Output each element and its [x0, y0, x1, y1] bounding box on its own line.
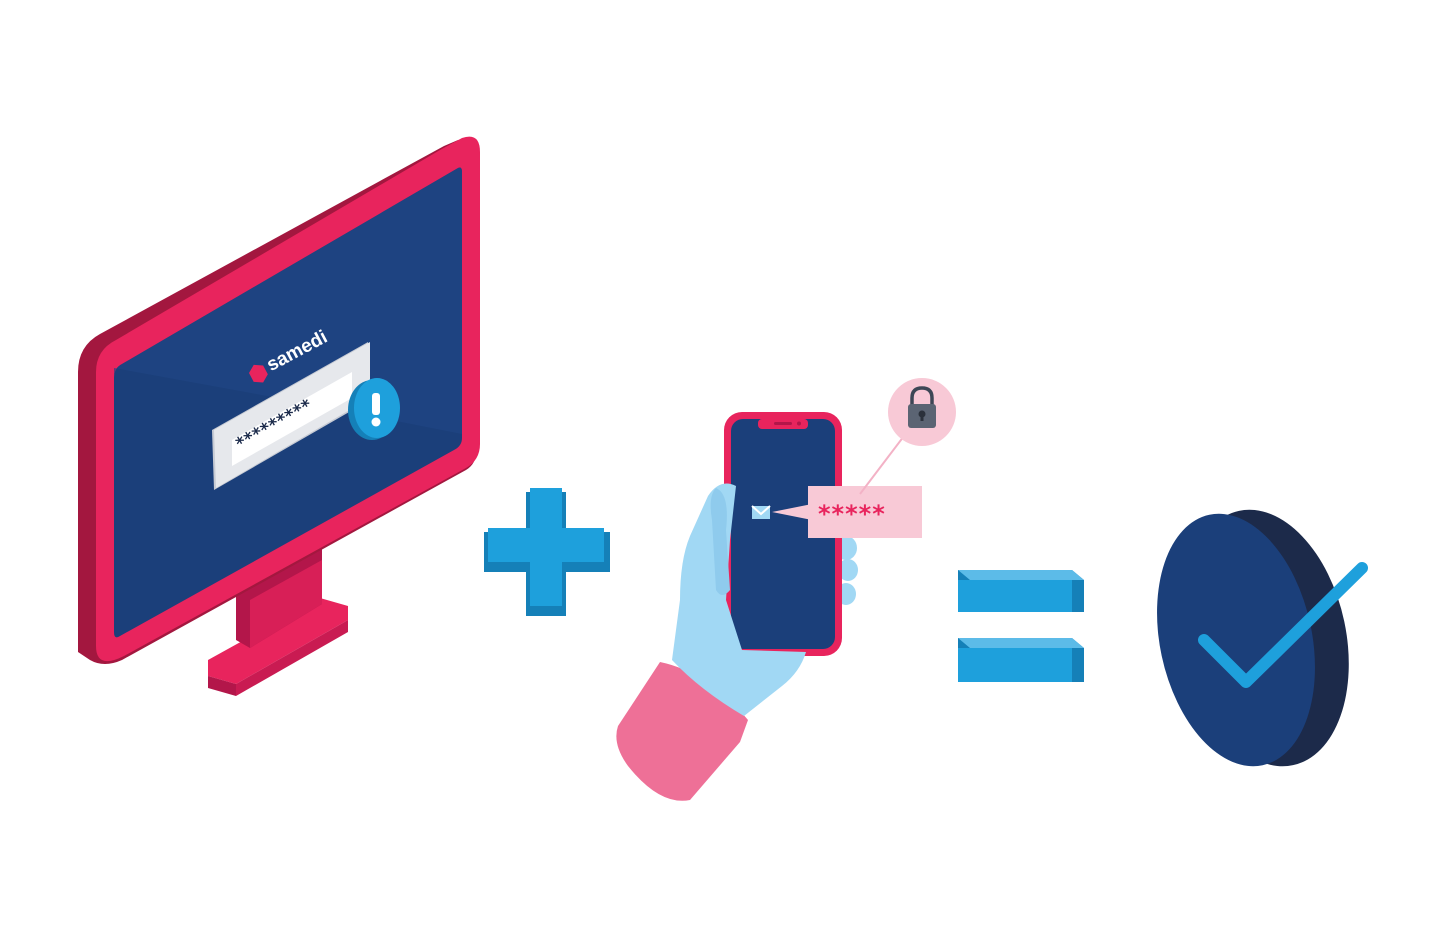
- envelope-icon: [751, 505, 771, 519]
- checkmark-icon: [1198, 562, 1368, 688]
- hand-with-phone: *****: [616, 378, 956, 801]
- exclamation-icon: [348, 378, 400, 440]
- smartphone-screen: [731, 419, 835, 649]
- samedi-logo-icon: [249, 364, 268, 383]
- desktop-monitor: samedi *********: [78, 136, 480, 696]
- equals-sign-icon: [958, 570, 1084, 682]
- checkmark-badge: [1157, 509, 1368, 767]
- hand: [672, 483, 806, 716]
- monitor-stand-base: [208, 598, 348, 684]
- sms-code-bubble: *****: [808, 486, 922, 538]
- padlock-icon: [888, 378, 956, 446]
- sms-code-masked-value: *****: [818, 500, 886, 528]
- plus-sign-icon: [484, 488, 610, 616]
- password-field: *********: [212, 342, 370, 490]
